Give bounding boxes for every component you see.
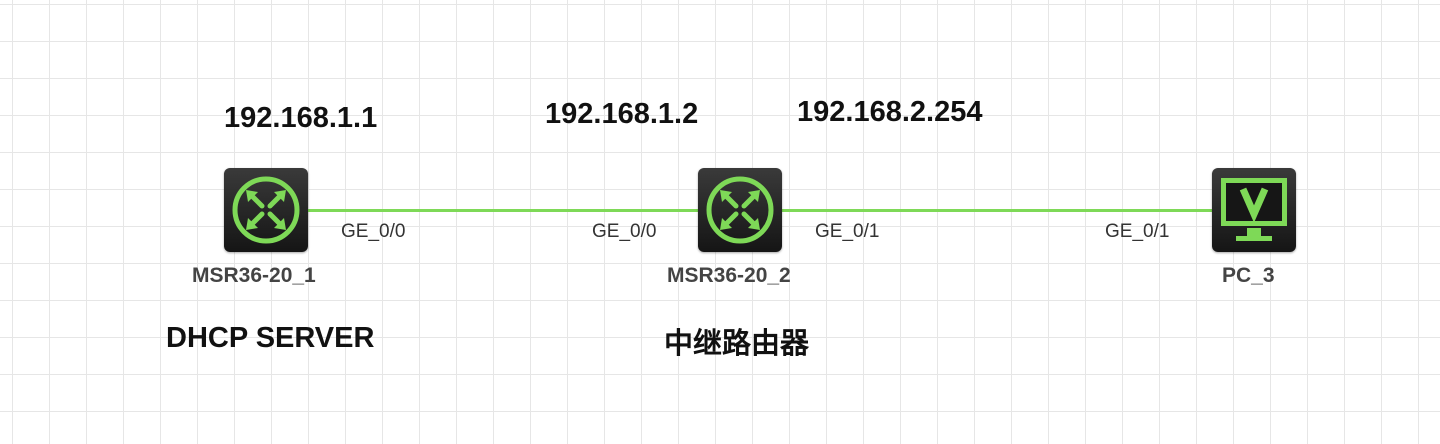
ip-label-relay-ge00: 192.168.1.2	[545, 98, 699, 130]
device-name-pc3: PC_3	[1222, 264, 1275, 287]
port-label-msr1-ge00: GE_0/0	[341, 221, 406, 242]
ip-label-dhcp-server: 192.168.1.1	[224, 102, 378, 134]
port-label-pc3-ge01: GE_0/1	[1105, 221, 1170, 242]
device-name-msr1: MSR36-20_1	[192, 264, 316, 287]
router-icon	[706, 176, 774, 244]
link-msr2-pc3[interactable]	[782, 209, 1214, 212]
router-icon	[232, 176, 300, 244]
pc-monitor-icon	[1221, 178, 1287, 241]
router-msr36-20-1[interactable]	[224, 168, 308, 252]
role-label-dhcp-server: DHCP SERVER	[166, 322, 375, 354]
port-label-msr2-ge00: GE_0/0	[592, 221, 657, 242]
pc-3[interactable]	[1212, 168, 1296, 252]
port-label-msr2-ge01: GE_0/1	[815, 221, 880, 242]
link-msr1-msr2[interactable]	[306, 209, 700, 212]
router-msr36-20-2[interactable]	[698, 168, 782, 252]
device-name-msr2: MSR36-20_2	[667, 264, 791, 287]
role-label-relay-router: 中继路由器	[664, 328, 810, 360]
ip-label-relay-ge01: 192.168.2.254	[797, 96, 983, 128]
